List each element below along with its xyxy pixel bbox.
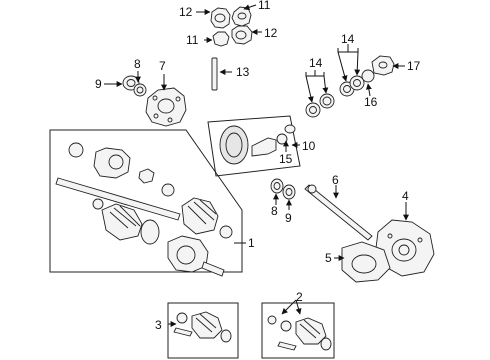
callout-11-lower: 11 [186, 33, 199, 47]
axle-assembly-box [49, 129, 243, 273]
intermediate-shaft [304, 184, 373, 241]
callout-12-lower: 12 [264, 26, 278, 40]
pinion-gear-small [212, 31, 230, 47]
callout-5: 5 [325, 251, 332, 265]
callout-13: 13 [236, 65, 250, 79]
callout-9-upper: 9 [95, 77, 102, 91]
callout-14-left: 14 [309, 56, 323, 70]
pinion-bearing-set [305, 55, 395, 118]
callout-11-upper: 11 [258, 0, 271, 12]
callout-2: 2 [296, 290, 303, 304]
inner-boot-kit-box [167, 302, 239, 359]
callout-6: 6 [332, 173, 339, 187]
callout-4: 4 [402, 189, 409, 203]
inner-cv-joint [68, 142, 155, 184]
side-gear [231, 25, 253, 45]
rear-cover [341, 241, 391, 283]
outer-cv-joint [167, 235, 225, 277]
boot-outer [161, 183, 233, 239]
boot-inner [92, 198, 160, 245]
pinion-shaft [211, 57, 218, 91]
callout-9-lower: 9 [285, 211, 292, 225]
callout-17: 17 [407, 59, 421, 73]
callout-16: 16 [364, 95, 378, 109]
spider-gear-upper-left [210, 7, 231, 29]
differential-case [145, 87, 187, 127]
callout-10: 10 [302, 139, 316, 153]
callout-15: 15 [279, 152, 293, 166]
callout-8-lower: 8 [271, 204, 278, 218]
spider-gear-upper-right [231, 6, 252, 27]
callout-labels: 1 2 3 4 5 6 7 8 8 9 9 10 11 11 12 12 13 … [95, 0, 421, 332]
ring-pinion-box [207, 115, 301, 177]
shim-upper [133, 83, 147, 97]
callout-12-upper: 12 [179, 5, 193, 19]
outer-boot-kit-box [261, 302, 335, 359]
callout-3: 3 [155, 318, 162, 332]
axle-shaft [55, 177, 181, 221]
callout-8-upper: 8 [134, 57, 141, 71]
leader-lines [104, 4, 409, 327]
callout-7: 7 [159, 59, 166, 73]
bearing-lower [270, 178, 296, 200]
callout-14-right: 14 [341, 32, 355, 46]
callout-1: 1 [248, 236, 255, 250]
